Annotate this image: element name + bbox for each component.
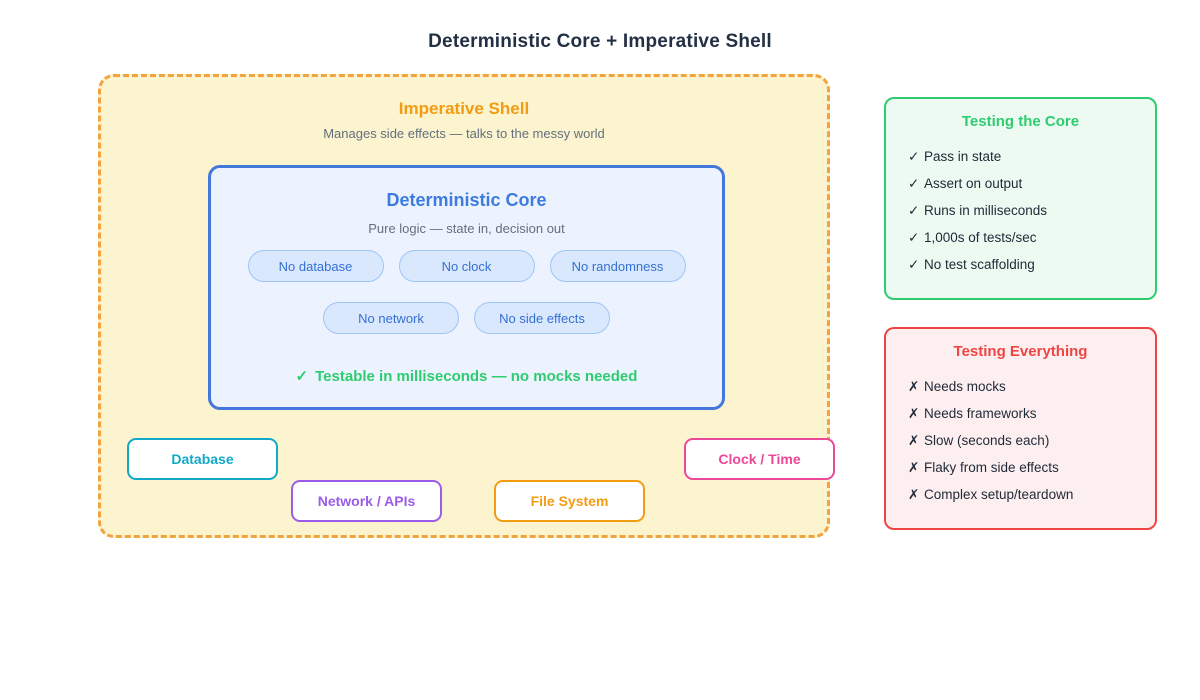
cross-icon: ✗: [908, 460, 920, 475]
page-title: Deterministic Core + Imperative Shell: [428, 31, 772, 52]
list-item-text: Slow (seconds each): [924, 433, 1050, 448]
deterministic-core-title: Deterministic Core: [386, 190, 547, 210]
list-item-text: Needs frameworks: [924, 406, 1037, 421]
effect-box-database: Database: [127, 438, 278, 480]
list-item-text: Runs in milliseconds: [924, 203, 1048, 218]
constraint-pill-no-randomness: No randomness: [549, 250, 686, 282]
effect-network-label: Network / APIs: [317, 493, 416, 509]
constraint-pill-row-2: No network No side effects: [211, 302, 722, 334]
list-item: ✓ Runs in milliseconds: [908, 197, 1133, 224]
imperative-shell-title: Imperative Shell: [398, 99, 530, 118]
list-item: ✗ Complex setup/teardown: [908, 481, 1133, 508]
core-benefit: ✓ Testable in milliseconds — no mocks nee…: [211, 367, 722, 385]
list-item: ✗ Flaky from side effects: [908, 454, 1133, 481]
list-item: ✓ 1,000s of tests/sec: [908, 224, 1133, 251]
list-item: ✓ Pass in state: [908, 143, 1133, 170]
cross-icon: ✗: [908, 487, 920, 502]
constraint-pills: No database No clock No randomness No ne…: [211, 250, 722, 334]
effect-box-file-system: File System: [494, 480, 645, 522]
check-icon: ✓: [908, 203, 920, 218]
core-benefit-text: Testable in milliseconds — no mocks need…: [315, 368, 638, 385]
list-item: ✗ Slow (seconds each): [908, 427, 1133, 454]
cross-icon: ✗: [908, 379, 920, 394]
list-item-text: 1,000s of tests/sec: [924, 230, 1037, 245]
cross-icon: ✗: [908, 433, 920, 448]
testing-everything-title: Testing Everything: [953, 343, 1088, 360]
list-item-text: Needs mocks: [924, 379, 1006, 394]
effect-filesystem-label: File System: [530, 493, 609, 509]
constraint-pill-no-network: No network: [323, 302, 459, 334]
constraint-pill-row-1: No database No clock No randomness: [211, 250, 722, 282]
deterministic-core-subtitle: Pure logic — state in, decision out: [368, 221, 565, 236]
list-item-text: Pass in state: [924, 149, 1002, 164]
testing-everything-panel: Testing Everything ✗ Needs mocks ✗ Needs f…: [884, 327, 1157, 530]
list-item: ✗ Needs frameworks: [908, 400, 1133, 427]
testing-the-core-title: Testing the Core: [961, 113, 1080, 130]
imperative-shell-subtitle: Manages side effects — talks to the mess…: [323, 126, 605, 141]
check-icon: ✓: [908, 176, 920, 191]
check-icon: ✓: [295, 368, 309, 385]
list-item-text: Complex setup/teardown: [924, 487, 1074, 502]
list-item: ✗ Needs mocks: [908, 373, 1133, 400]
imperative-shell-box: Imperative Shell Manages side effects — …: [98, 74, 835, 538]
list-item-text: No test scaffolding: [924, 257, 1035, 272]
effect-box-clock-time: Clock / Time: [684, 438, 835, 480]
list-item-text: Assert on output: [924, 176, 1023, 191]
deterministic-core-box: Deterministic Core Pure logic — state in…: [208, 165, 725, 410]
check-icon: ✓: [908, 230, 920, 245]
testing-the-core-panel: Testing the Core ✓ Pass in state ✓ Assert …: [884, 97, 1157, 300]
effect-clock-label: Clock / Time: [718, 451, 801, 467]
check-icon: ✓: [908, 149, 920, 164]
list-item-text: Flaky from side effects: [924, 460, 1059, 475]
list-item: ✓ No test scaffolding: [908, 251, 1133, 278]
constraint-pill-no-side-effects: No side effects: [474, 302, 610, 334]
list-item: ✓ Assert on output: [908, 170, 1133, 197]
cross-icon: ✗: [908, 406, 920, 421]
constraint-pill-no-database: No database: [247, 250, 384, 282]
effect-box-network-apis: Network / APIs: [291, 480, 442, 522]
effect-database-label: Database: [171, 451, 234, 467]
constraint-pill-no-clock: No clock: [398, 250, 535, 282]
check-icon: ✓: [908, 257, 920, 272]
